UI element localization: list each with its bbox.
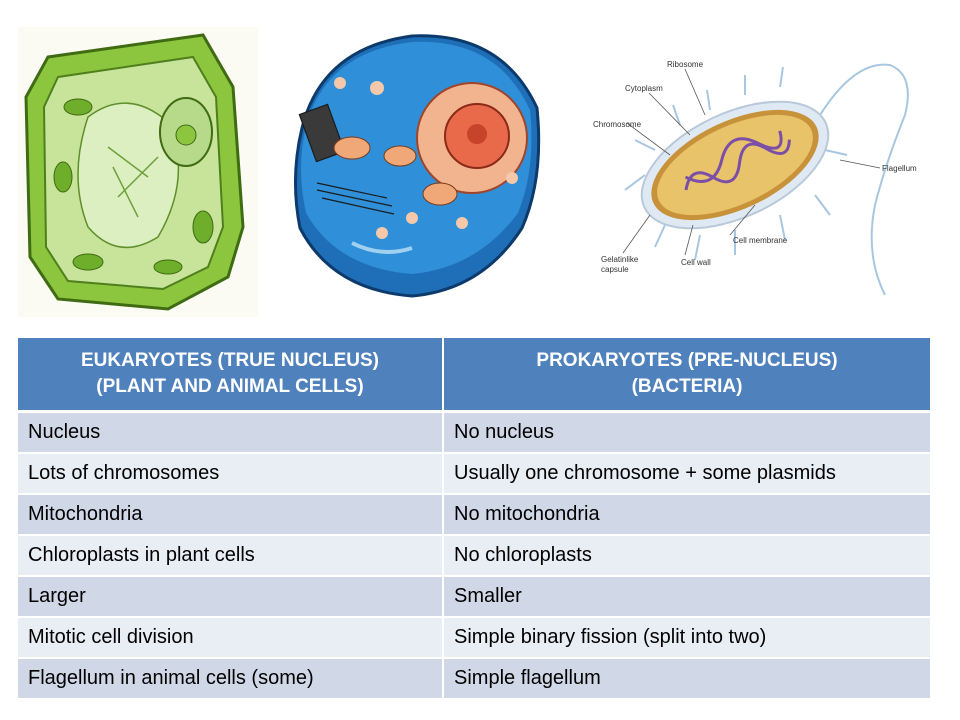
header-eukaryotes-line2: (PLANT AND ANIMAL CELLS) <box>96 376 364 397</box>
prokaryote-cell: Usually one chromosome + some plasmids <box>442 452 930 494</box>
eukaryote-cell: Flagellum in animal cells (some) <box>18 657 443 698</box>
table-row: Flagellum in animal cells (some) Simple … <box>18 657 930 698</box>
label-capsule-line1: Gelatinlike <box>601 255 639 264</box>
animal-cell-illustration <box>293 34 541 298</box>
table-row: Chloroplasts in plant cells No chloropla… <box>18 534 930 576</box>
label-flagellum: Flagellum <box>882 164 917 173</box>
label-chromosome: Chromosome <box>593 120 642 129</box>
plant-cell-illustration <box>18 27 258 317</box>
label-cell-membrane: Cell membrane <box>733 236 788 245</box>
header-prokaryotes-line2: (BACTERIA) <box>631 376 743 397</box>
header-prokaryotes-line1: PROKARYOTES (PRE-NUCLEUS) <box>536 350 838 371</box>
prokaryote-cell: Simple flagellum <box>442 657 930 698</box>
prokaryote-cell: No nucleus <box>442 410 930 453</box>
prokaryote-cell: No chloroplasts <box>442 534 930 576</box>
comparison-table: EUKARYOTES (TRUE NUCLEUS) (PLANT AND ANI… <box>18 338 930 698</box>
eukaryote-cell: Lots of chromosomes <box>18 452 443 494</box>
table-row: Mitochondria No mitochondria <box>18 493 930 535</box>
prokaryote-cell: Smaller <box>442 575 930 617</box>
eukaryote-cell: Nucleus <box>18 410 443 453</box>
eukaryote-cell: Larger <box>18 575 443 617</box>
header-eukaryotes-line1: EUKARYOTES (TRUE NUCLEUS) <box>80 350 380 371</box>
table-row: Lots of chromosomes Usually one chromoso… <box>18 452 930 494</box>
eukaryote-cell: Mitotic cell division <box>18 616 443 658</box>
header-eukaryotes: EUKARYOTES (TRUE NUCLEUS) (PLANT AND ANI… <box>18 338 443 413</box>
table-row: Nucleus No nucleus <box>18 410 930 453</box>
eukaryote-cell: Chloroplasts in plant cells <box>18 534 443 576</box>
label-capsule-line2: capsule <box>601 265 629 274</box>
label-ribosome: Ribosome <box>667 60 704 69</box>
header-prokaryotes: PROKARYOTES (PRE-NUCLEUS) (BACTERIA) <box>442 338 930 413</box>
prokaryote-cell: No mitochondria <box>442 493 930 535</box>
table-header-row: EUKARYOTES (TRUE NUCLEUS) (PLANT AND ANI… <box>18 338 930 413</box>
table-row: Larger Smaller <box>18 575 930 617</box>
table-row: Mitotic cell division Simple binary fiss… <box>18 616 930 658</box>
eukaryote-cell: Mitochondria <box>18 493 443 535</box>
label-cell-wall: Cell wall <box>681 258 711 267</box>
label-cytoplasm: Cytoplasm <box>625 84 663 93</box>
prokaryote-cell: Simple binary fission (split into two) <box>442 616 930 658</box>
bacterium-illustration: Ribosome Cytoplasm Chromosome Flagellum … <box>593 60 917 296</box>
